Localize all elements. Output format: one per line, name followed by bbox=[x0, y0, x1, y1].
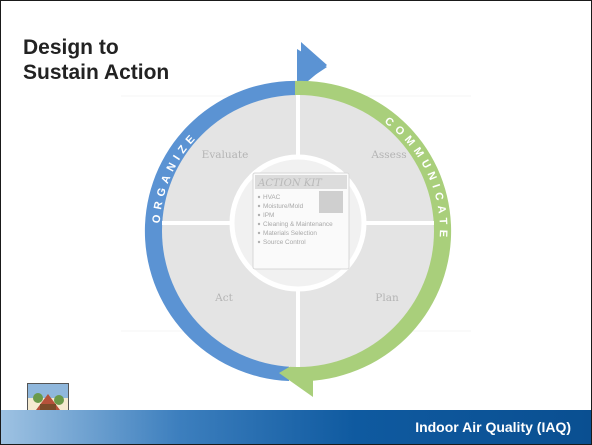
quadrant-label-evaluate: Evaluate bbox=[202, 149, 249, 161]
slide-title-line-2: Sustain Action bbox=[23, 61, 170, 84]
list-item: IPM bbox=[263, 212, 274, 219]
slide-title: Design to Sustain Action bbox=[23, 35, 169, 85]
quadrant-label-assess: Assess bbox=[370, 149, 406, 161]
list-item: Materials Selection bbox=[263, 230, 317, 237]
list-item: Moisture/Mold bbox=[263, 203, 304, 210]
organize-arrow-tip bbox=[297, 49, 327, 87]
footer-bar: Indoor Air Quality (IAQ) bbox=[1, 410, 591, 444]
list-bullets bbox=[257, 195, 261, 244]
action-kit-thumbnail bbox=[319, 191, 343, 213]
slide-title-line-1: Design to bbox=[23, 36, 119, 59]
action-kit-title: ACTION KIT bbox=[257, 178, 323, 189]
list-item: HVAC bbox=[263, 194, 281, 201]
organize-arc bbox=[144, 80, 301, 381]
action-kit-list: HVAC Moisture/Mold IPM Cleaning & Mainte… bbox=[263, 194, 333, 246]
footer-title: Indoor Air Quality (IAQ) bbox=[415, 419, 571, 435]
communicate-arc bbox=[295, 80, 452, 381]
action-kit-header bbox=[255, 175, 347, 189]
quadrant-label-plan: Plan bbox=[375, 292, 399, 304]
list-item: Cleaning & Maintenance bbox=[263, 221, 333, 228]
list-item: Source Control bbox=[263, 239, 306, 246]
quadrant-label-act: Act bbox=[214, 292, 233, 304]
